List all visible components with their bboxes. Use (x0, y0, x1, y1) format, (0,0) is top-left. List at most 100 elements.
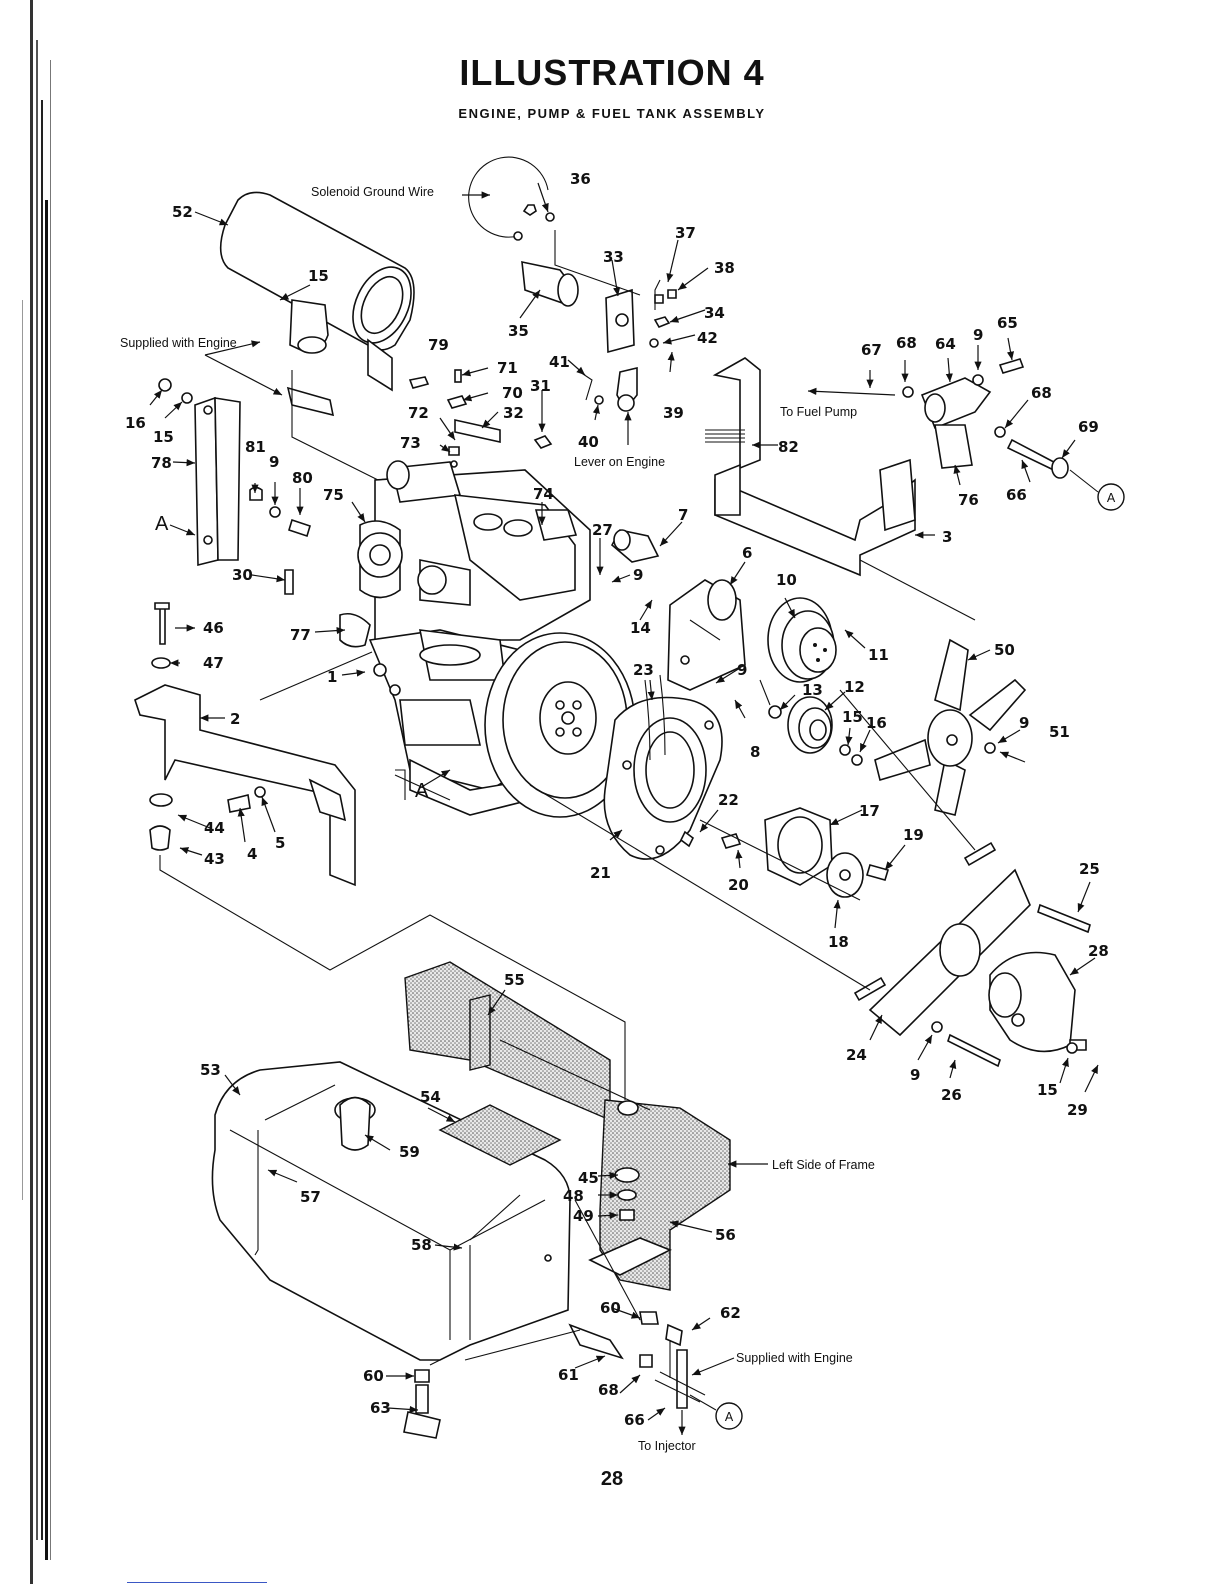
part-num-71: 71 (497, 359, 518, 377)
part-7-fitting (610, 529, 660, 563)
engine-block (339, 460, 591, 816)
part-num-22: 22 (718, 791, 739, 809)
part-num-41: 41 (549, 353, 570, 371)
part-num-74: 74 (533, 485, 554, 503)
part-num-10: 10 (776, 571, 797, 589)
part-num-34: 34 (704, 304, 725, 322)
part-num-57: 57 (300, 1188, 321, 1206)
part-num-29: 29 (1067, 1101, 1088, 1119)
part-num-13: 13 (802, 681, 823, 699)
part-num-31: 31 (530, 377, 551, 395)
part-num-66b: 66 (1006, 486, 1027, 504)
fuel-solenoid (521, 260, 677, 412)
pulley-10 (767, 597, 837, 683)
muffler (219, 191, 415, 417)
part-num-18: 18 (828, 933, 849, 951)
part-num-70: 70 (502, 384, 523, 402)
part-num-11: 11 (868, 646, 889, 664)
ref-a-engine: A (415, 780, 429, 802)
callout-left-side-of-frame: Left Side of Frame (772, 1158, 875, 1172)
part-num-1: 1 (327, 668, 337, 686)
pump-coupling (679, 807, 890, 898)
part-num-43: 43 (204, 850, 225, 868)
part-num-9f: 9 (973, 326, 983, 344)
part-num-38: 38 (714, 259, 735, 277)
part-num-54: 54 (420, 1088, 441, 1106)
part-num-65: 65 (997, 314, 1018, 332)
reference-lines (159, 230, 976, 1378)
engine-front-bracket (667, 579, 746, 691)
part-num-49: 49 (573, 1207, 594, 1225)
part-num-82: 82 (778, 438, 799, 456)
ref-a-left: A (155, 513, 169, 535)
callout-supplied-with-engine-bottom: Supplied with Engine (736, 1351, 853, 1365)
part-num-73: 73 (400, 434, 421, 452)
part-num-16: 16 (125, 414, 146, 432)
part-num-72: 72 (408, 404, 429, 422)
callout-lever-on-engine: Lever on Engine (574, 455, 665, 469)
part-num-17: 17 (859, 802, 880, 820)
part-num-6: 6 (742, 544, 752, 562)
part-num-35: 35 (508, 322, 529, 340)
ref-circle-a-top: A (1097, 483, 1125, 511)
part-num-40: 40 (578, 433, 599, 451)
part-num-75: 75 (323, 486, 344, 504)
pulley-12 (768, 696, 863, 766)
part-num-60a: 60 (600, 1299, 621, 1317)
part-num-42: 42 (697, 329, 718, 347)
bottom-rule (127, 1582, 267, 1583)
hydraulic-pump (988, 951, 1087, 1054)
frame-member (404, 961, 731, 1291)
part-num-45: 45 (578, 1169, 599, 1187)
part-num-66a: 66 (624, 1411, 645, 1429)
svg-text:A: A (1107, 491, 1116, 505)
part-num-9c: 9 (737, 661, 747, 679)
part-num-2: 2 (230, 710, 240, 728)
part-num-50: 50 (994, 641, 1015, 659)
page-title: ILLUSTRATION 4 (459, 52, 765, 93)
part-num-58: 58 (411, 1236, 432, 1254)
part-num-9d: 9 (1019, 714, 1029, 732)
part-num-33: 33 (603, 248, 624, 266)
part-num-3: 3 (942, 528, 952, 546)
part-num-21: 21 (590, 864, 611, 882)
part-num-15d: 15 (1037, 1081, 1058, 1099)
fuel-filter-bracket (705, 357, 916, 577)
part-num-79: 79 (428, 336, 449, 354)
fuel-filter (902, 358, 1069, 479)
callout-solenoid-ground-wire: Solenoid Ground Wire (311, 185, 434, 199)
part-num-64: 64 (935, 335, 956, 353)
fuel-tank (211, 1061, 571, 1361)
part-num-12: 12 (844, 678, 865, 696)
adapter-plate (603, 674, 723, 860)
part-num-76: 76 (958, 491, 979, 509)
part-num-15: 15 (308, 267, 329, 285)
part-num-8: 8 (750, 743, 760, 761)
part-num-7: 7 (678, 506, 688, 524)
part-num-60b: 60 (363, 1367, 384, 1385)
part-num-67: 67 (861, 341, 882, 359)
engine-mount-bracket (134, 378, 356, 887)
svg-text:A: A (725, 1410, 734, 1424)
part-num-78: 78 (151, 454, 172, 472)
leader-arrows (149, 182, 1099, 1435)
part-num-16b: 16 (866, 714, 887, 732)
part-num-5: 5 (275, 834, 285, 852)
part-num-28: 28 (1088, 942, 1109, 960)
part-num-19: 19 (903, 826, 924, 844)
part-num-9a: 9 (269, 453, 279, 471)
part-num-30: 30 (232, 566, 253, 584)
page-number: 28 (600, 1468, 624, 1490)
part-num-68b: 68 (896, 334, 917, 352)
flywheel (484, 632, 636, 818)
page-subtitle: ENGINE, PUMP & FUEL TANK ASSEMBLY (458, 106, 766, 121)
part-num-63: 63 (370, 1399, 391, 1417)
part-num-55: 55 (504, 971, 525, 989)
part-num-51: 51 (1049, 723, 1070, 741)
part-num-81: 81 (245, 438, 266, 456)
part-num-48: 48 (563, 1187, 584, 1205)
pump-mount-plate (853, 841, 1091, 1068)
part-num-24: 24 (846, 1046, 867, 1064)
part-num-9b: 9 (633, 566, 643, 584)
